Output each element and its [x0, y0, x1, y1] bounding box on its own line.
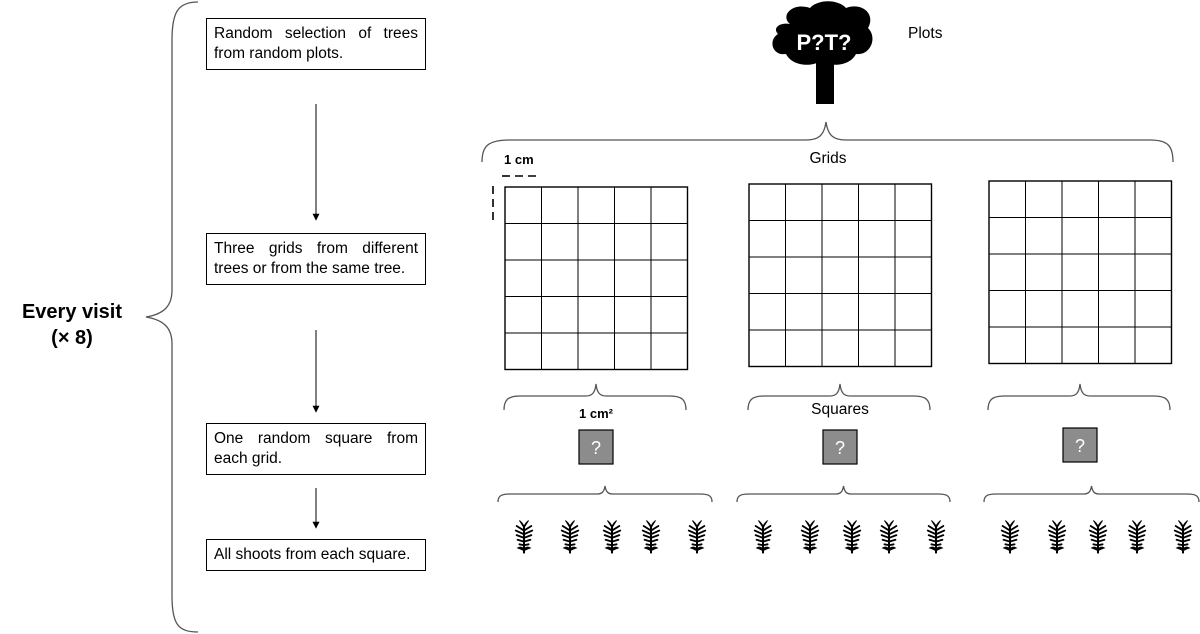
shoot-icon [1047, 519, 1067, 554]
grid-1 [504, 186, 689, 371]
shoot-icon [842, 519, 862, 554]
shoot-icon [1127, 519, 1147, 554]
square-marker-label: ? [835, 438, 845, 458]
shoot-icon [1088, 519, 1108, 554]
grids-caption: Grids [809, 150, 846, 167]
step-text-shoots: All shoots from each square. [214, 546, 411, 563]
shoots-brace-2 [736, 485, 951, 503]
every-visit-label: Every visit (× 8) [0, 299, 144, 351]
grid-3 [988, 180, 1173, 365]
shoot-icon [1173, 519, 1193, 554]
grids-brace [481, 121, 1174, 163]
scale-label: 1 cm [504, 152, 534, 167]
shoot-icon [514, 519, 534, 554]
shoots-brace-3 [983, 485, 1200, 503]
squares-label-2: Squares [811, 401, 869, 418]
shoot-icon [753, 519, 773, 554]
shoot-icon [560, 519, 580, 554]
grid-layer: 1 cm²? Squares?? [497, 180, 1200, 554]
shoots-brace-1 [497, 485, 713, 503]
tree-icon [772, 1, 873, 104]
step-text-square: One random square from each grid. [214, 430, 418, 467]
plots-caption: Plots [908, 25, 943, 42]
shoot-icon [641, 519, 661, 554]
shoot-icon [1000, 519, 1020, 554]
step-box-selection: Random selection of trees from random pl… [206, 18, 426, 70]
visit-brace [145, 1, 199, 633]
shoot-icon [687, 519, 707, 554]
square-marker-2 [822, 429, 858, 465]
shoot-icon [926, 519, 946, 554]
step-box-square: One random square from each grid. [206, 423, 426, 475]
step-text-selection: Random selection of trees from random pl… [214, 25, 418, 62]
visit-title: Every visit [21, 301, 123, 323]
grid-2 [748, 183, 933, 368]
step-box-shoots: All shoots from each square. [206, 539, 426, 571]
shoot-icon [800, 519, 820, 554]
shoot-icon [879, 519, 899, 554]
square-marker-1 [578, 429, 614, 465]
square-marker-label: ? [1075, 436, 1085, 456]
squares-brace-1 [503, 383, 687, 411]
square-marker-label: ? [591, 438, 601, 458]
step-box-grids: Three grids from different trees or from… [206, 233, 426, 285]
step-text-grids: Three grids from different trees or from… [214, 240, 418, 277]
shoot-icon [602, 519, 622, 554]
squares-label-1: 1 cm² [579, 406, 614, 421]
squares-brace-2 [747, 383, 931, 411]
tree-label: P?T? [797, 30, 852, 55]
square-marker-3 [1062, 427, 1098, 463]
squares-brace-3 [987, 383, 1171, 411]
visit-repeat: (× 8) [51, 327, 93, 349]
